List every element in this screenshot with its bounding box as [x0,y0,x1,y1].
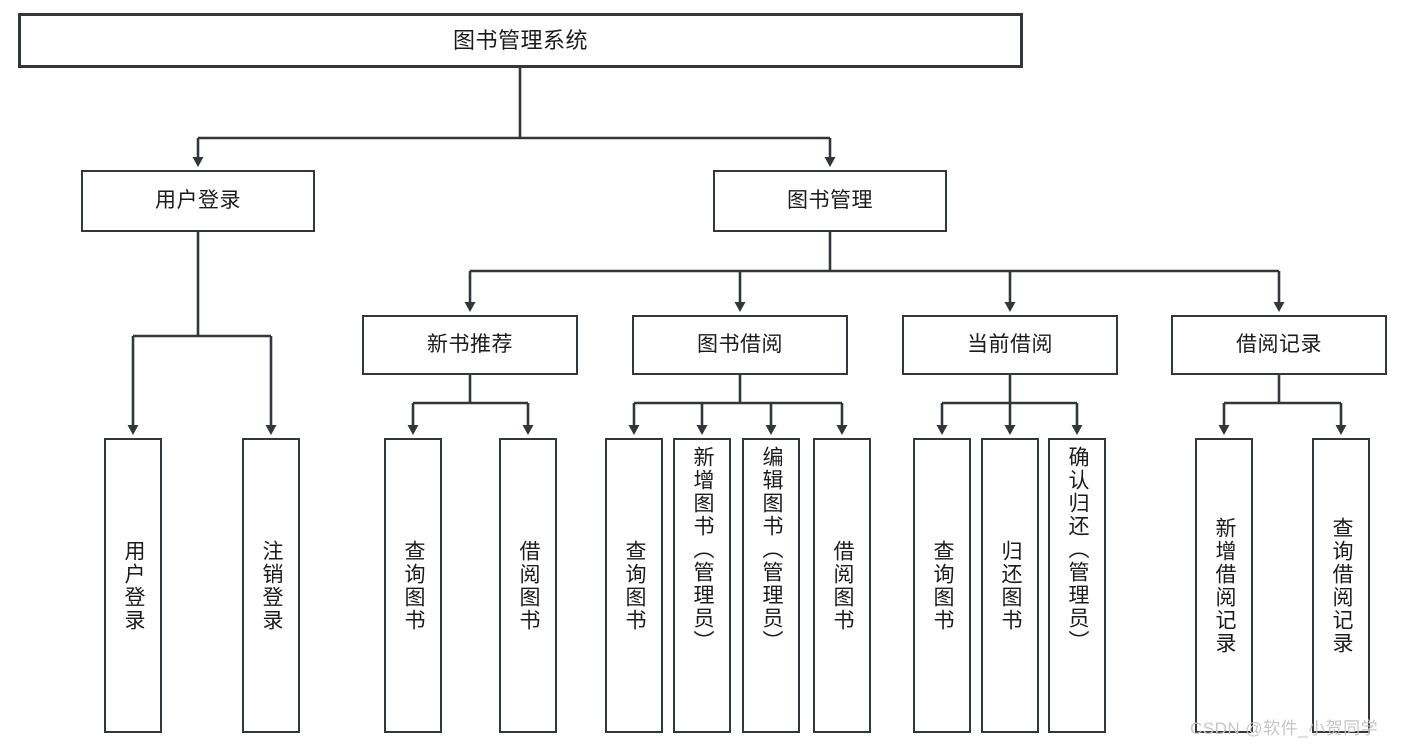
node-leaf-return-book[interactable]: 归还图书 [981,438,1039,733]
node-label: 注销登录 [260,539,284,632]
node-leaf-user-login[interactable]: 用户登录 [104,438,162,733]
node-label: 查询图书 [402,539,426,632]
node-current-borrow[interactable]: 当前借阅 [902,315,1118,375]
node-leaf-query-book-2[interactable]: 查询图书 [605,438,663,733]
node-new-book-recommend[interactable]: 新书推荐 [362,315,578,375]
node-label: 归还图书 [999,539,1023,632]
node-label: 新增借阅记录 [1213,516,1237,655]
node-label: 确认归还（管理员） [1066,446,1090,653]
node-label: 新增图书（管理员） [691,446,715,653]
node-label: 借阅记录 [1236,332,1322,356]
node-label: 用户登录 [155,188,241,212]
node-leaf-query-book-1[interactable]: 查询图书 [384,438,442,733]
node-book-borrow[interactable]: 图书借阅 [632,315,848,375]
csdn-watermark: CSDN @软件_小贺同学 [1190,719,1379,738]
node-user-login[interactable]: 用户登录 [81,170,315,232]
node-label: 用户登录 [122,539,146,632]
node-leaf-logout-login[interactable]: 注销登录 [242,438,300,733]
node-label: 查询借阅记录 [1330,516,1354,655]
node-leaf-confirm-return[interactable]: 确认归还（管理员） [1048,438,1106,733]
node-leaf-query-borrow-record[interactable]: 查询借阅记录 [1312,438,1370,733]
node-leaf-borrow-book-2[interactable]: 借阅图书 [813,438,871,733]
node-label: 图书管理系统 [452,27,588,53]
node-leaf-borrow-book-1[interactable]: 借阅图书 [499,438,557,733]
node-borrow-record[interactable]: 借阅记录 [1171,315,1387,375]
node-label: 借阅图书 [831,539,855,632]
node-label: 查询图书 [623,539,647,632]
node-book-management[interactable]: 图书管理 [713,170,947,232]
node-library-management-system[interactable]: 图书管理系统 [18,13,1023,68]
node-leaf-query-book-3[interactable]: 查询图书 [913,438,971,733]
node-leaf-edit-book[interactable]: 编辑图书（管理员） [742,438,800,733]
node-label: 查询图书 [931,539,955,632]
node-leaf-add-borrow-record[interactable]: 新增借阅记录 [1195,438,1253,733]
node-label: 图书借阅 [697,332,783,356]
node-leaf-add-book[interactable]: 新增图书（管理员） [673,438,731,733]
node-label: 借阅图书 [517,539,541,632]
node-label: 编辑图书（管理员） [760,446,784,653]
node-label: 当前借阅 [967,332,1053,356]
node-label: 图书管理 [787,188,873,212]
node-label: 新书推荐 [427,332,513,356]
